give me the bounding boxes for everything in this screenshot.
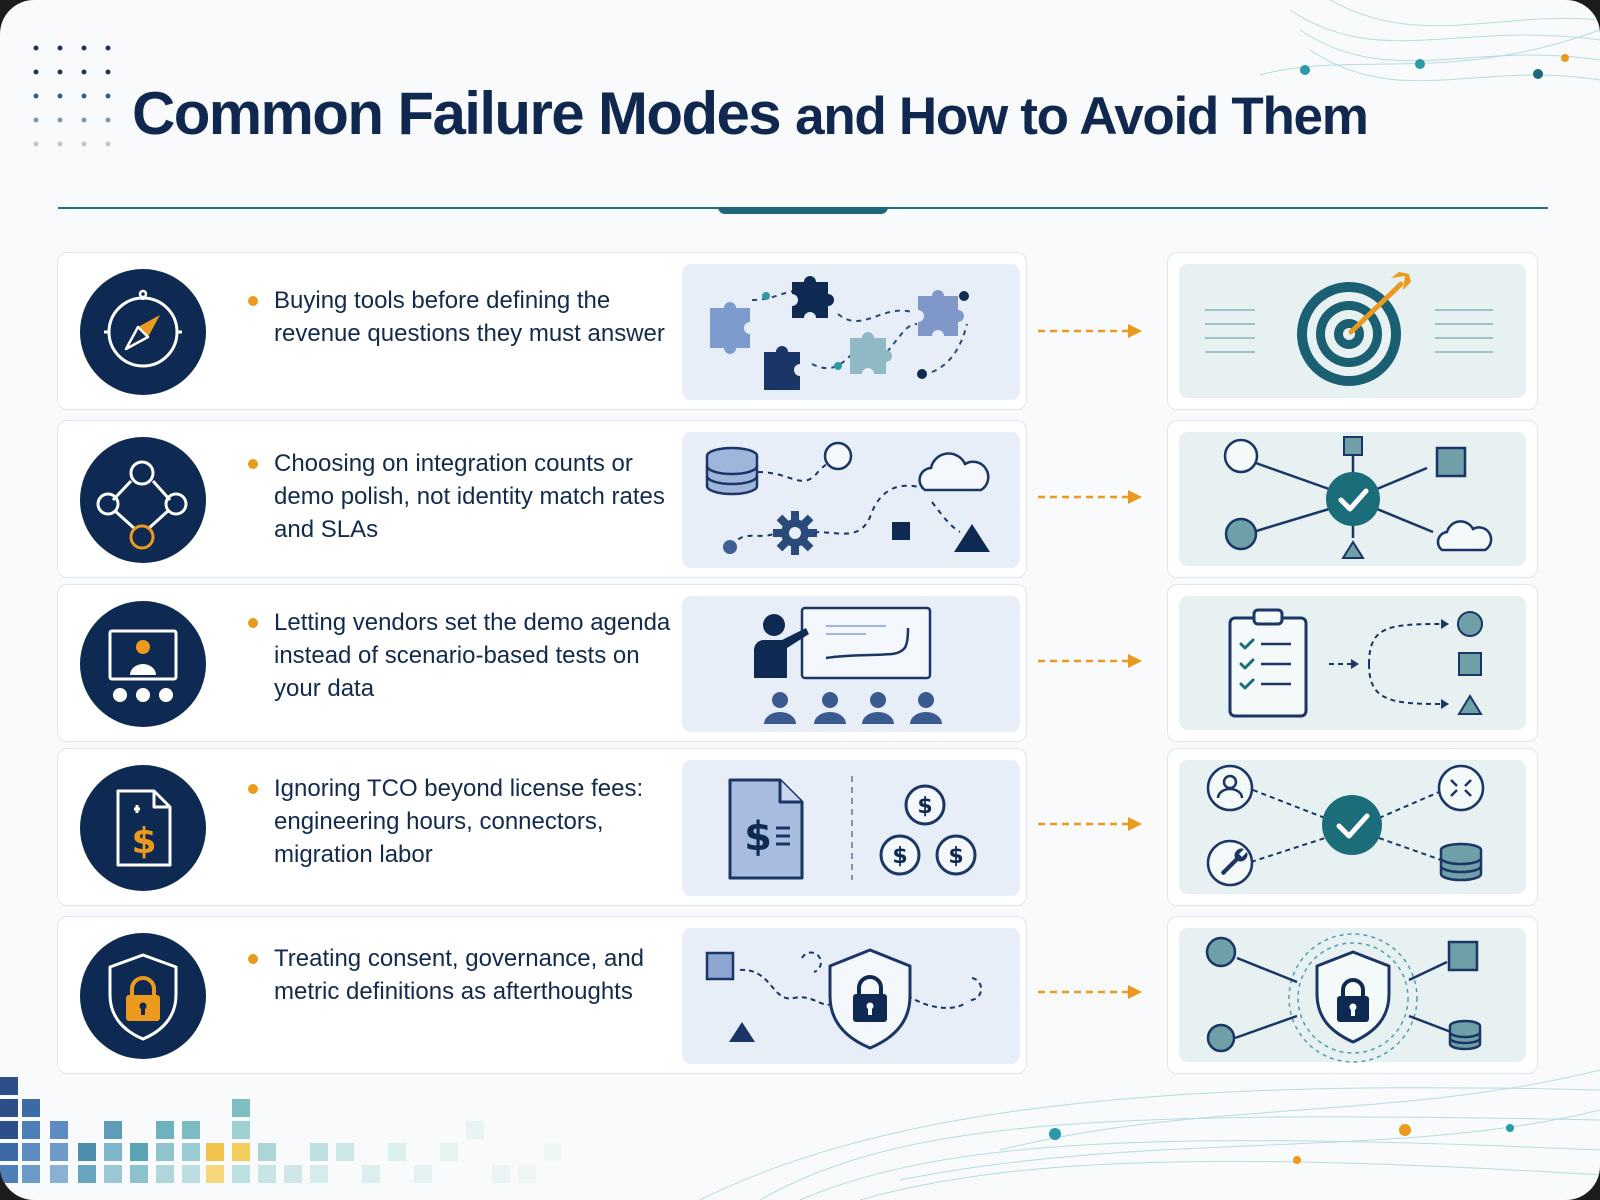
checklist-branching-scenarios bbox=[1228, 608, 1483, 718]
failure-row-2: Choosing on integration counts or demo p… bbox=[57, 420, 1027, 578]
solution-box-4 bbox=[1167, 748, 1538, 906]
dashed-arrow bbox=[1038, 985, 1142, 999]
target-bullseye-icon bbox=[1205, 272, 1493, 386]
dashed-arrow bbox=[1038, 490, 1142, 504]
failure-text: Ignoring TCO beyond license fees: engine… bbox=[274, 775, 644, 868]
dashed-arrow bbox=[1038, 817, 1142, 831]
title-divider-tab bbox=[718, 207, 888, 214]
bullet-dot bbox=[248, 954, 258, 964]
failure-row-1: Buying tools before defining the revenue… bbox=[57, 252, 1027, 410]
failure-row-5: Treating consent, governance, and metric… bbox=[57, 916, 1027, 1074]
bullet-dot bbox=[248, 618, 258, 628]
svg-text:$: $ bbox=[892, 844, 907, 869]
title-part-1: Common Failure Modes bbox=[132, 80, 782, 147]
dashed-arrow bbox=[1038, 324, 1142, 338]
solution-box-1 bbox=[1167, 252, 1538, 410]
illustration-presenter-audience bbox=[682, 596, 1020, 732]
svg-text:$: $ bbox=[131, 821, 156, 862]
network-nodes-icon bbox=[80, 437, 206, 563]
cost-hub-check bbox=[1206, 764, 1485, 887]
connected-hub-check bbox=[1223, 436, 1493, 559]
illustration-invoice-coins: $ $ $ $ bbox=[682, 760, 1020, 896]
presentation-screen-icon bbox=[80, 601, 206, 727]
dashed-arrow bbox=[1038, 654, 1142, 668]
bullet-dot bbox=[248, 784, 258, 794]
solution-box-2 bbox=[1167, 420, 1538, 578]
failure-text: Buying tools before defining the revenue… bbox=[274, 287, 665, 347]
failure-row-4: $ Ignoring TCO beyond license fees: engi… bbox=[57, 748, 1027, 906]
illustration-puzzle-pieces bbox=[682, 264, 1020, 400]
illustration-disconnected-systems bbox=[682, 432, 1020, 568]
bullet-dot bbox=[248, 296, 258, 306]
failure-text: Treating consent, governance, and metric… bbox=[274, 945, 645, 1005]
bullet-dot bbox=[248, 459, 258, 469]
svg-text:$: $ bbox=[744, 814, 772, 860]
page-title: Common Failure Modes and How to Avoid Th… bbox=[132, 84, 1369, 146]
illustration-unprotected-shield bbox=[682, 928, 1020, 1064]
governed-shield-hub bbox=[1205, 933, 1482, 1063]
failure-row-3: Letting vendors set the demo agenda inst… bbox=[57, 584, 1027, 742]
title-part-2: and How to Avoid Them bbox=[795, 87, 1369, 146]
solution-box-5 bbox=[1167, 916, 1538, 1074]
failure-text: Letting vendors set the demo agenda inst… bbox=[274, 609, 671, 702]
failure-text: Choosing on integration counts or demo p… bbox=[274, 450, 665, 543]
solution-box-3 bbox=[1167, 584, 1538, 742]
svg-text:$: $ bbox=[917, 794, 932, 819]
svg-text:$: $ bbox=[948, 844, 963, 869]
compass-icon bbox=[80, 269, 206, 395]
dot-grid-decoration bbox=[33, 45, 111, 147]
invoice-dollar-icon: $ bbox=[80, 765, 206, 891]
shield-lock-icon bbox=[80, 933, 206, 1059]
